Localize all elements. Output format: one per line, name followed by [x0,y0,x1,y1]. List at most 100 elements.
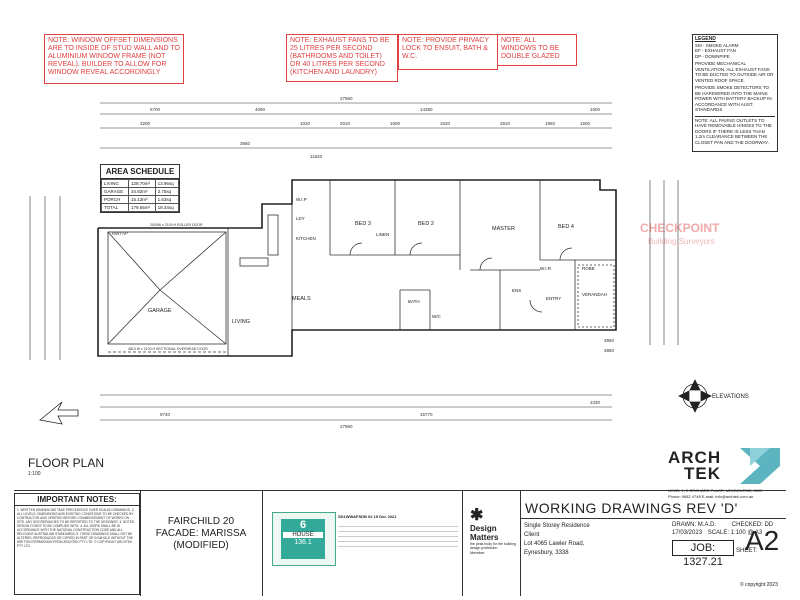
roof-line [107,289,161,345]
cell: TOTAL [101,203,129,212]
elevations-label: ELEVATIONS [712,394,749,400]
room-label: W/C [432,314,441,319]
dim-text: 1600 [390,121,401,126]
copyright: © copyright 2023 [740,582,778,588]
legend-note: NOTE: ALL PAVING OUTLETS TO HAVE REMOVAB… [695,115,775,146]
dim-text: 27960 [340,96,353,101]
project-info: Single Storey Residence Client Lot 4065 … [524,522,590,558]
room-label: VERANDAH [582,292,607,297]
energy-rating: 6 HOUSE 136.1 [272,512,336,566]
certificate-text: SD1WWAFSDB 02 15 Dec 2021 [338,514,458,548]
door-swing [559,247,573,261]
dim-text: 1520 [440,121,451,126]
dim-text: 1600 [590,107,601,112]
roof-line [107,231,161,291]
room-label: BATH [408,299,420,304]
drawing-date: 17/03/2023 [672,530,703,536]
legend-item: SM - SMOKE ALARM [695,42,739,48]
note-glazed: NOTE: ALL WINDOWS TO BE DOUBLE GLAZED [497,34,577,66]
dim-text: 2810 [500,121,511,126]
dm-icon: ✱ [470,507,484,524]
design-matters-logo: ✱ Design Matters the peak body for the b… [470,507,518,556]
drawn-by: DRAWN: M.A.D. [672,522,717,528]
facade-modified: (MODIFIED) [173,540,229,551]
legend-item: EF - EXHAUST FAN [695,48,736,53]
drawing-scale: SCALE: 1:100 @ A3 [707,530,763,536]
room-label: ENTRY [546,296,561,301]
dim-text: 3950 [240,141,251,146]
legend-box: LEGEND SM - SMOKE ALARM EF - EXHAUST FAN… [692,34,778,152]
room-label: GARAGE [148,308,172,314]
dim-text: 3200 [140,121,151,126]
roof-line [159,231,227,291]
dim-text: 2010 [340,121,351,126]
room-label: W.I.P [296,197,307,202]
note-exhaust: NOTE: EXHAUST FANS TO BE 25 LITRES PER S… [286,34,398,82]
divider [462,490,463,596]
divider [520,518,786,519]
room-label: ENS [512,288,521,293]
garage-outline [107,231,227,345]
logo-mark [740,448,780,484]
rating-badge: 6 HOUSE 136.1 [281,519,325,559]
floor-plan-scale: 1:100 [28,471,41,477]
watermark-sub: Building Surveyors [648,237,715,246]
dim-text: 11620 [310,154,323,159]
roof-line [159,289,227,345]
note-window-offset: NOTE: WINDOW OFFSET DIMENSIONS ARE TO IN… [44,34,184,84]
company-contact: Phone: 9682 4748 E-mail: info@archtek.co… [668,494,754,499]
project-address2: Eynesbury, 3338 [524,550,569,556]
dim-text: 3880 [604,348,615,353]
project-address1: Lot 4065 Lawler Road, [524,541,585,547]
door-swing [409,242,423,256]
company-address: LEVEL 1, 2 ORCHARD PLACE, MELBOURNE, 300… [668,488,763,493]
outer-wall [97,179,617,357]
room-label: LDY [296,216,305,221]
floor-plan-drawing: BED 3 BED 2 MASTER BED 4 KITCHEN MEALS L… [29,96,749,429]
dim-text: 14380 [420,107,433,112]
room-label: MEALS [292,296,311,302]
archtek-logo: ARCH TEK [668,448,788,488]
dim-text: 1950 [545,121,556,126]
dim-text: 1600 [580,121,591,126]
door-swing [349,242,363,256]
area-schedule-title: AREA SCHEDULE [101,165,179,179]
facade-name: FACADE: MARISSA [155,528,247,539]
dim-text: 2330 [590,400,601,405]
project-type: Single Storey Residence [524,523,590,529]
dim-text: 1020 [300,121,311,126]
label-text: 4810 W x 2100 H SECTIONAL OVERHEAD DOOR [128,347,208,351]
rating-house: HOUSE [283,532,323,538]
important-notes: IMPORTANT NOTES: 1. WRITTEN DIMENSIONS T… [14,493,140,595]
divider [140,490,141,596]
kitchen-bench [267,214,279,256]
model-name: FAIRCHILD 20 [167,516,235,527]
cert-lines [338,522,458,548]
cell: 19.34sq [154,203,180,212]
divider [520,490,521,596]
room-label: ROBE [582,266,595,271]
divider [262,490,263,596]
room-label: KITCHEN [296,236,316,241]
dm-sub: the peak body for the building design pr… [470,542,516,550]
important-notes-body: 1. WRITTEN DIMENSIONS TAKE PRECEDENCE OV… [17,508,135,548]
logo-line1: ARCH [668,448,722,467]
watermark: CHECKPOINT [640,221,720,235]
room-label: BED 2 [418,221,434,227]
room-label: BED 4 [558,224,574,230]
legend-item: DP - DOWNPIPE [695,53,730,59]
legend-item: PROVIDE MECHANICAL VENTILATION. ALL EXHA… [695,61,774,83]
north-arrow [39,401,79,425]
room-label: LIVING [232,319,250,325]
verandah-outline [577,264,615,328]
job-number: JOB: 1327.21 [672,540,734,568]
dm-name: Design Matters [470,524,499,542]
label-text: 2000W x 2100 H ROLLER DOOR [150,223,203,227]
rating-value: 136.1 [294,539,312,546]
dim-text: 9740 [160,412,171,417]
dim-text: 27960 [340,424,353,429]
note-privacy: NOTE: PROVIDE PRIVACY LOCK TO ENSUIT, BA… [398,34,498,70]
